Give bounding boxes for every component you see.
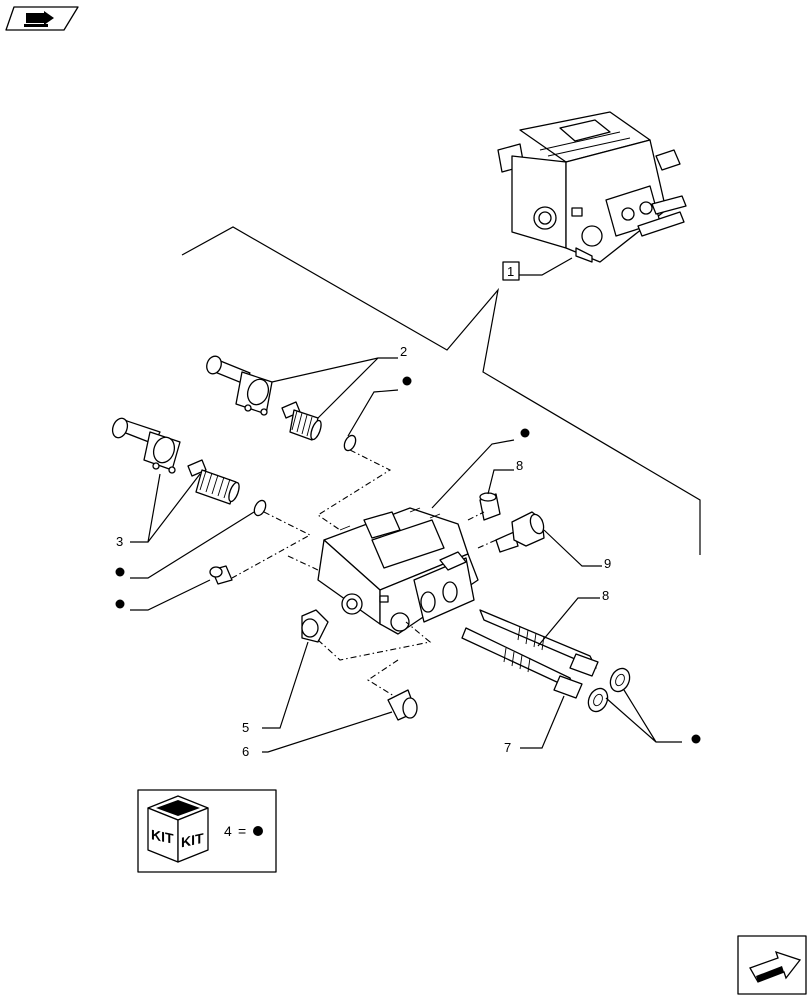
filled-dot-icon bbox=[402, 376, 412, 386]
callout-dot-body bbox=[431, 428, 530, 509]
kit-legend: KIT KIT 4 = bbox=[137, 789, 277, 873]
valve-assembly-overview bbox=[497, 111, 687, 263]
callout-9: 9 bbox=[543, 529, 611, 571]
filled-dot-icon bbox=[115, 567, 125, 577]
fitting-9 bbox=[495, 511, 545, 553]
callout-9-label: 9 bbox=[604, 556, 611, 571]
spool-cap-upper bbox=[206, 355, 273, 416]
plug-left bbox=[209, 565, 233, 585]
callout-8-top-label: 8 bbox=[516, 458, 523, 473]
spring-upper bbox=[281, 401, 322, 441]
callout-2: 2 bbox=[271, 344, 407, 419]
exploded-view-frame bbox=[181, 226, 701, 555]
kit-equation-sign: = bbox=[238, 823, 246, 839]
callout-dot-washers bbox=[605, 689, 701, 744]
filled-dot-icon bbox=[253, 826, 263, 836]
kit-equation-number: 4 bbox=[224, 823, 232, 839]
spring-lower bbox=[187, 459, 240, 505]
callout-7: 7 bbox=[504, 695, 565, 755]
filled-dot-icon bbox=[520, 428, 530, 438]
plug-top bbox=[479, 492, 501, 521]
spool-cap-lower bbox=[111, 417, 181, 474]
kit-box-icon: KIT KIT bbox=[147, 795, 209, 863]
callout-7-label: 7 bbox=[504, 740, 511, 755]
callout-5-label: 5 bbox=[242, 720, 249, 735]
plug-5 bbox=[301, 609, 329, 643]
callout-8-spool: 8 bbox=[537, 588, 609, 647]
callout-8-spool-label: 8 bbox=[602, 588, 609, 603]
filled-dot-icon bbox=[691, 734, 701, 744]
callout-1: 1 bbox=[502, 257, 573, 281]
callout-2-label: 2 bbox=[400, 344, 407, 359]
valve-section-body bbox=[317, 507, 479, 635]
plug-6 bbox=[387, 689, 418, 721]
kit-label-left: KIT bbox=[151, 826, 174, 847]
callout-1-label: 1 bbox=[507, 264, 514, 279]
next-page-arrow-icon[interactable] bbox=[737, 935, 807, 995]
callout-3-label: 3 bbox=[116, 534, 123, 549]
spool-7 bbox=[461, 627, 583, 699]
filled-dot-icon bbox=[115, 599, 125, 609]
callout-3: 3 bbox=[116, 473, 201, 549]
kit-label-right: KIT bbox=[181, 830, 204, 851]
spool-8 bbox=[479, 609, 599, 677]
callout-dot-left-2 bbox=[115, 579, 211, 611]
callout-dot-left-1 bbox=[115, 511, 255, 579]
callout-dot-upper bbox=[347, 376, 412, 437]
callout-6: 6 bbox=[242, 711, 393, 759]
assembly-lines bbox=[231, 449, 497, 697]
callout-6-label: 6 bbox=[242, 744, 249, 759]
washer-pair bbox=[587, 667, 631, 713]
book-arrow-icon[interactable] bbox=[5, 6, 79, 31]
callout-5: 5 bbox=[242, 641, 309, 735]
o-ring-lower bbox=[253, 499, 267, 517]
o-ring-upper bbox=[343, 434, 357, 452]
callout-8-top: 8 bbox=[487, 458, 523, 495]
